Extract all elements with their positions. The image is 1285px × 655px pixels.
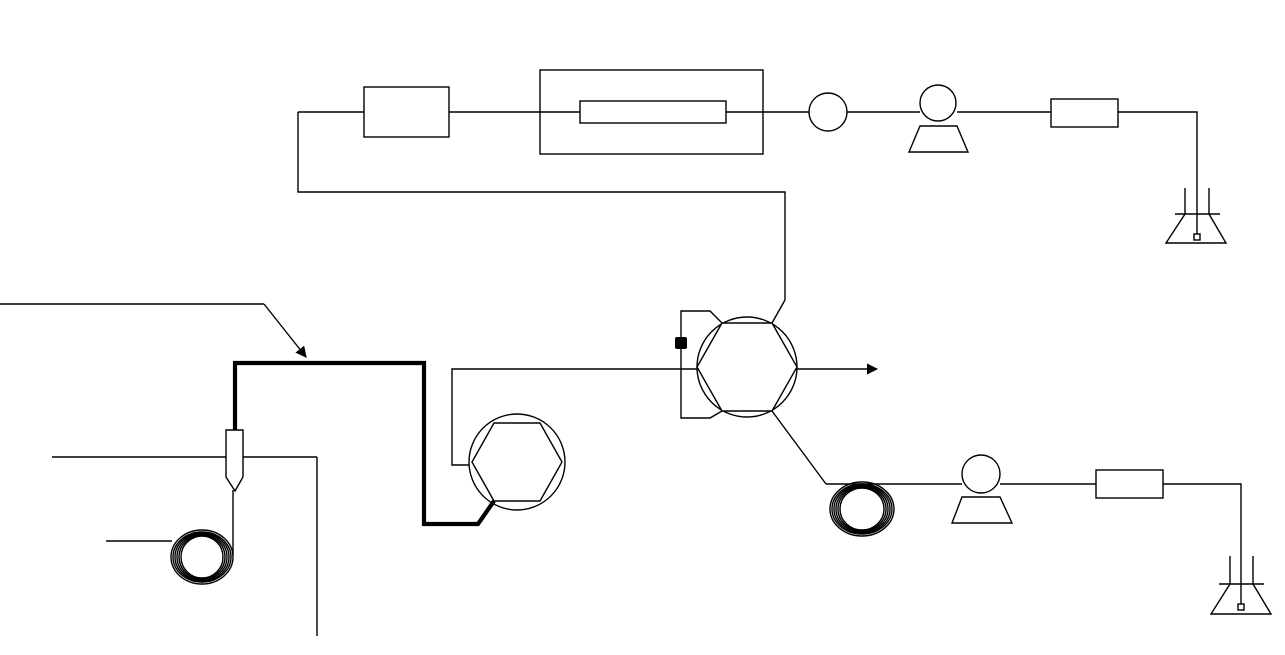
valve-fitting xyxy=(675,337,687,349)
pointer-leader xyxy=(0,303,307,358)
detector-cell-top xyxy=(808,92,848,132)
guard-box-top xyxy=(363,86,450,138)
column-oven xyxy=(539,69,764,155)
filter-top xyxy=(1050,98,1119,128)
pump-top xyxy=(907,84,970,153)
bottom-flow-line xyxy=(771,410,1242,604)
loop-coil-left xyxy=(170,529,234,585)
reservoir-bottom xyxy=(1209,556,1273,615)
top-flow-line xyxy=(297,111,1198,300)
injection-valve-main xyxy=(675,299,879,419)
switching-valve-small xyxy=(468,413,566,511)
column-tube xyxy=(579,100,727,124)
needle-probe xyxy=(225,429,244,493)
filter-bottom xyxy=(1095,469,1164,499)
pump-bottom xyxy=(950,454,1014,524)
sample-line-thick xyxy=(232,360,496,527)
left-process-lines xyxy=(52,456,318,636)
reservoir-top xyxy=(1164,188,1228,244)
loop-coil-right xyxy=(829,481,895,537)
transfer-line xyxy=(451,368,697,466)
